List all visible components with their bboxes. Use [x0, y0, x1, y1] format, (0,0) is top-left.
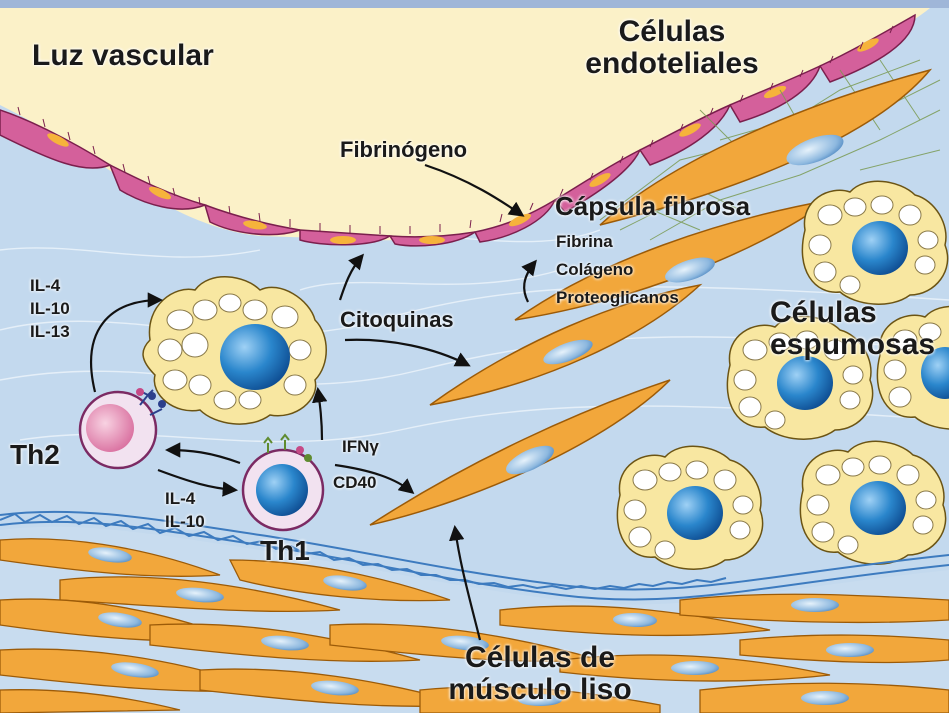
label-celulas-espumosas: Células espumosas — [770, 297, 935, 360]
label-il-13: IL-13 — [30, 321, 70, 344]
label-il-10: IL-10 — [30, 298, 70, 321]
label-line: Células de — [415, 642, 665, 674]
label-cd40: CD40 — [333, 474, 376, 492]
label-celulas-musculo-liso: Células de músculo liso — [415, 642, 665, 705]
label-line: espumosas — [770, 329, 935, 361]
top-border — [0, 0, 949, 8]
label-line: músculo liso — [415, 674, 665, 706]
label-il-4: IL-4 — [30, 275, 70, 298]
label-line: endoteliales — [552, 48, 792, 80]
label-line: Células — [552, 16, 792, 48]
label-colageno: Colágeno — [556, 261, 633, 279]
label-fibrinogeno: Fibrinógeno — [340, 138, 467, 161]
label-proteoglicanos: Proteoglicanos — [556, 289, 679, 307]
label-citoquinas: Citoquinas — [340, 308, 454, 331]
label-celulas-endoteliales: Células endoteliales — [552, 16, 792, 79]
label-th1: Th1 — [260, 536, 310, 565]
label-fibrina: Fibrina — [556, 233, 613, 251]
label-luz-vascular: Luz vascular — [32, 40, 214, 72]
label-line: Células — [770, 297, 935, 329]
label-capsula-fibrosa: Cápsula fibrosa — [555, 193, 750, 220]
label-th1-interleukins: IL-4 IL-10 — [165, 488, 205, 534]
label-th2-interleukins: IL-4 IL-10 IL-13 — [30, 275, 70, 344]
label-il-10: IL-10 — [165, 511, 205, 534]
label-th2: Th2 — [10, 440, 60, 469]
label-ifn-gamma: IFNγ — [342, 438, 379, 456]
label-il-4: IL-4 — [165, 488, 205, 511]
